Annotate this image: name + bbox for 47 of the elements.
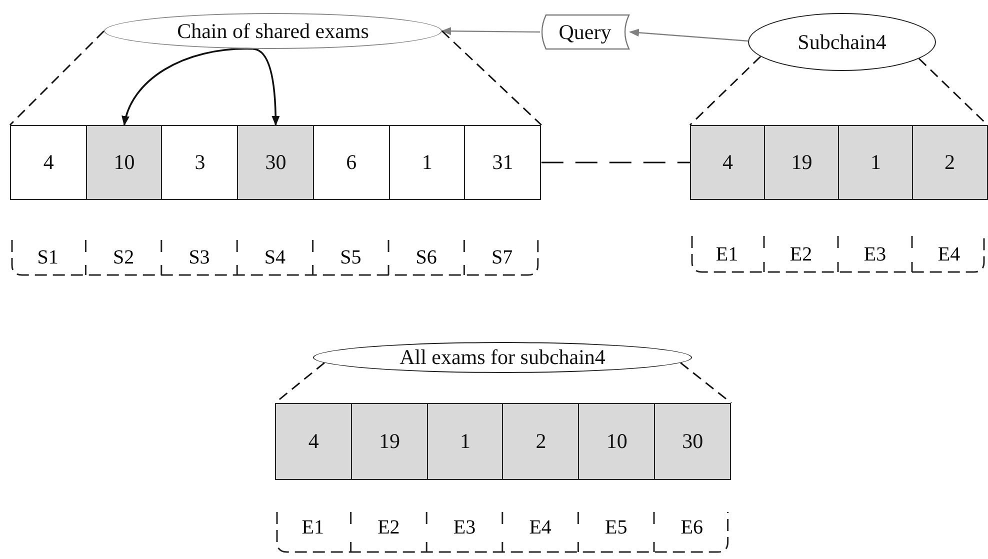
segment-label: S2 — [112, 246, 134, 270]
array-cell: 4 — [10, 125, 88, 200]
segment-label: E4 — [938, 244, 960, 266]
array-cell: 30 — [654, 403, 732, 480]
segment-label: S1 — [37, 246, 58, 270]
segment-label: S5 — [340, 246, 362, 270]
segment-label: S4 — [264, 246, 286, 270]
array-cell: 10 — [578, 403, 656, 480]
dashed-line — [680, 362, 732, 404]
segment-label: S3 — [188, 246, 210, 270]
array-cell: 4 — [275, 403, 352, 480]
array-cell: 30 — [237, 125, 314, 200]
arrow — [252, 48, 280, 126]
arrow — [441, 27, 540, 36]
array-cell: 1 — [838, 125, 914, 200]
array-cell: 6 — [312, 125, 390, 200]
array-cell: 1 — [388, 125, 466, 200]
ellipse-node: Chain of shared exams — [104, 13, 442, 49]
segment-label: S7 — [491, 246, 513, 270]
array-cell: 19 — [764, 125, 840, 200]
segment-label: E1 — [302, 516, 324, 540]
array-cell: 2 — [502, 403, 580, 480]
tag-shape-node: Query — [540, 14, 630, 50]
ellipse-node: Subchain4 — [748, 13, 936, 71]
array-cell: 19 — [350, 403, 428, 480]
segment-label: E5 — [604, 516, 628, 540]
segment-label: E1 — [716, 244, 738, 266]
segment-label: E3 — [864, 244, 886, 266]
segment-label: E2 — [790, 244, 812, 266]
array-cell: 1 — [426, 403, 504, 480]
array-cell: 4 — [690, 125, 766, 200]
segment-label: E6 — [680, 516, 703, 540]
array-cell: 3 — [161, 125, 239, 200]
ellipse-node: All exams for subchain4 — [313, 342, 692, 373]
arrow — [122, 48, 252, 126]
array-cell: 2 — [912, 125, 988, 200]
dashed-line — [541, 162, 690, 164]
array-cell: 10 — [86, 125, 163, 200]
segment-label: E2 — [378, 516, 400, 540]
dashed-line — [689, 56, 762, 126]
dashed-line — [441, 30, 542, 126]
dashed-line — [9, 30, 105, 126]
segment-label: E3 — [453, 516, 476, 540]
segment-label: S6 — [416, 246, 437, 270]
arrow — [629, 28, 748, 42]
segment-label: E4 — [529, 516, 552, 540]
array-cell: 31 — [464, 125, 542, 200]
